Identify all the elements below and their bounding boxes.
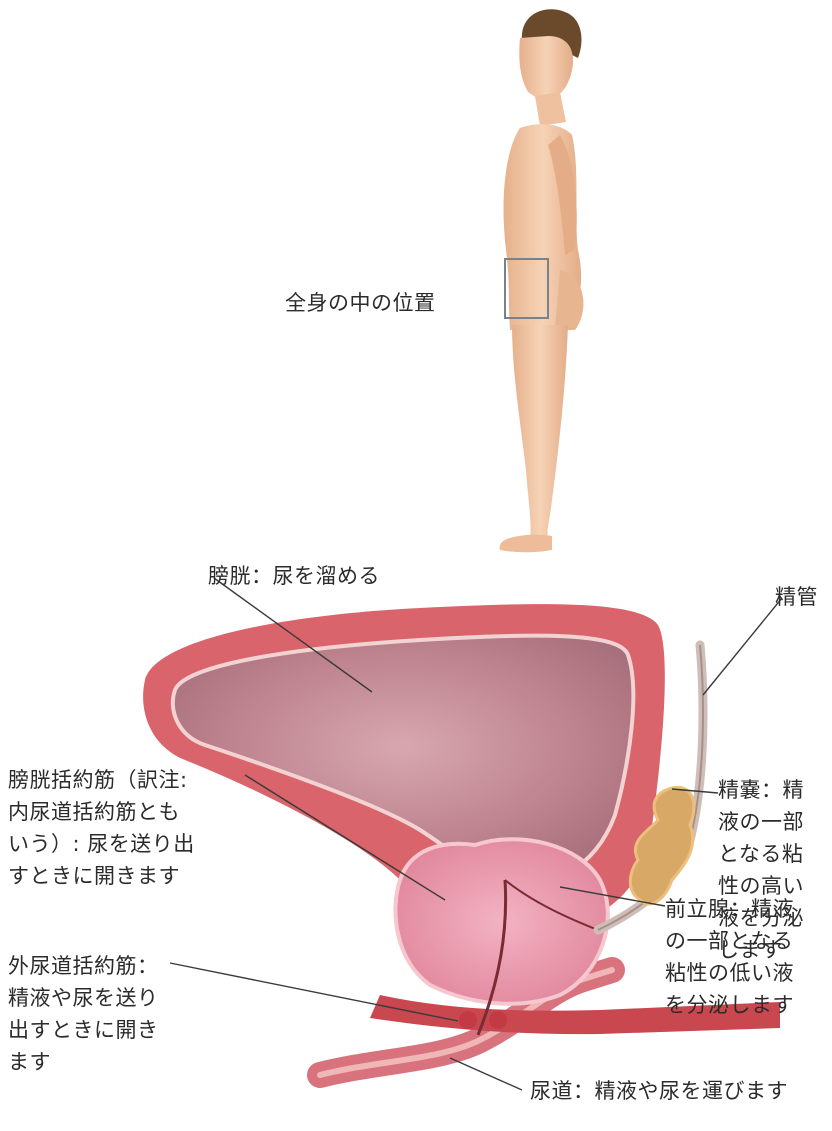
body-location-label: 全身の中の位置 [285,289,436,317]
human-figure [500,9,584,552]
bladder-sphincter-label: 膀胱括約筋（訳注: 内尿道括約筋とも いう）: 尿を送り出 すときに開きます [8,764,195,892]
vas-deferens-label: 精管 [775,583,818,611]
leader-urethra [450,1058,522,1090]
external-sphincter-label: 外尿道括約筋： 精液や尿を送り 出すときに開き ます [8,950,159,1078]
neck [535,92,566,126]
external-sphincter-muscle [459,1011,477,1029]
head [519,36,573,100]
urethra-label: 尿道：精液や尿を運びます [530,1077,788,1105]
prostate-label: 前立腺：精液 の一部となる 粘性の低い液 を分泌します [665,893,794,1021]
bladder-label: 膀胱：尿を溜める [208,562,380,590]
feet [500,535,552,553]
leader-vas-deferens [703,598,782,695]
legs [512,325,568,540]
